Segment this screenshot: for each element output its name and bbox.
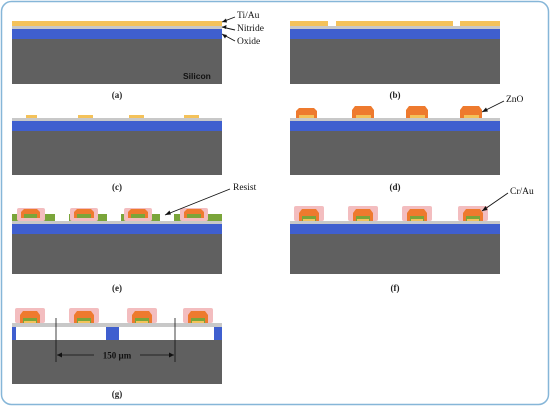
ti-au-label: Ti/Au — [237, 11, 260, 21]
ti-au-segment — [290, 21, 328, 26]
zno-island — [352, 106, 374, 118]
ti-au-segment — [460, 21, 500, 26]
cr-au-cap — [183, 308, 213, 323]
panel-c: (c) — [12, 115, 222, 192]
oxide-layer — [12, 121, 222, 131]
nitride-layer — [290, 221, 500, 224]
panel-b: (b) — [290, 21, 500, 100]
nitride-layer — [12, 118, 222, 121]
zno-island — [296, 108, 317, 118]
electrode — [78, 115, 93, 118]
cr-au-cap — [458, 206, 488, 221]
oxide-pillar — [106, 327, 119, 340]
resist-label: Resist — [233, 183, 257, 193]
dimension-label-bg — [95, 349, 139, 361]
cr-au-cap — [402, 206, 432, 221]
nitride-arrowhead — [222, 25, 227, 29]
cr-au-cap — [69, 308, 99, 323]
nitride-layer — [290, 118, 500, 121]
resist-arrow — [164, 188, 231, 216]
cr-au-cap — [127, 308, 157, 323]
panel-label-a: (a) — [112, 90, 123, 100]
ti-au-layer — [12, 21, 222, 26]
silicon-layer — [290, 39, 500, 84]
panel-label-c: (c) — [112, 182, 122, 192]
silicon-layer — [12, 39, 222, 84]
zno-arrowhead — [482, 107, 488, 112]
oxide-arrowhead — [222, 34, 227, 39]
nitride-layer — [290, 26, 500, 29]
zno-island — [406, 106, 428, 118]
panel-e: Resist (e) — [12, 183, 257, 293]
electrode — [184, 115, 199, 118]
oxide-layer — [12, 224, 222, 234]
ti-au-segment — [336, 21, 453, 26]
cr-au-cap — [124, 208, 152, 221]
panel-g: 150 µm (g) — [12, 308, 222, 399]
panel-d: ZnO (d) — [290, 95, 524, 192]
nitride-layer — [12, 26, 222, 29]
cr-au-cap — [180, 208, 208, 221]
cr-au-cap — [348, 206, 378, 221]
silicon-substrate — [12, 340, 222, 384]
panel-label-b: (b) — [390, 90, 401, 100]
oxide-wall — [214, 327, 222, 340]
cr-au-cap — [17, 208, 45, 221]
silicon-layer — [290, 131, 500, 175]
panel-label-g: (g) — [112, 389, 123, 399]
zno-label: ZnO — [506, 95, 524, 105]
oxide-layer — [290, 224, 500, 234]
oxide-layer — [12, 29, 222, 39]
nitride-membrane — [12, 323, 222, 327]
dimension-arrowhead-right — [169, 352, 174, 358]
cr-au-arrowhead — [482, 206, 488, 211]
oxide-wall — [12, 327, 16, 340]
zno-island — [460, 106, 482, 118]
dimension-label: 150 µm — [103, 351, 132, 361]
panel-label-f: (f) — [391, 283, 400, 293]
panel-label-e: (e) — [112, 283, 122, 293]
panel-f: Cr/Au (f) — [290, 187, 534, 293]
oxide-layer — [290, 29, 500, 39]
oxide-label: Oxide — [237, 37, 260, 47]
silicon-layer — [12, 234, 222, 274]
electrode — [129, 115, 144, 118]
cr-au-cap — [70, 208, 98, 221]
panel-label-d: (d) — [390, 182, 401, 192]
silicon-layer — [12, 131, 222, 175]
silicon-label: Silicon — [183, 71, 211, 81]
resist-opening — [55, 214, 69, 221]
oxide-layer — [290, 121, 500, 131]
cr-au-cap — [294, 206, 324, 221]
cr-au-cap — [15, 308, 45, 323]
ti-au-arrowhead — [222, 18, 227, 23]
dimension-arrowhead-left — [57, 352, 62, 358]
resist-opening — [160, 214, 174, 221]
resist-arrowhead — [165, 210, 171, 215]
nitride-label: Nitride — [237, 24, 264, 34]
resist-opening — [107, 214, 121, 221]
nitride-layer — [12, 221, 222, 224]
electrode — [26, 115, 37, 118]
panel-a: Silicon Ti/Au Nitride Oxide (a) — [12, 11, 264, 100]
silicon-layer — [290, 234, 500, 274]
cr-au-label: Cr/Au — [510, 187, 534, 197]
